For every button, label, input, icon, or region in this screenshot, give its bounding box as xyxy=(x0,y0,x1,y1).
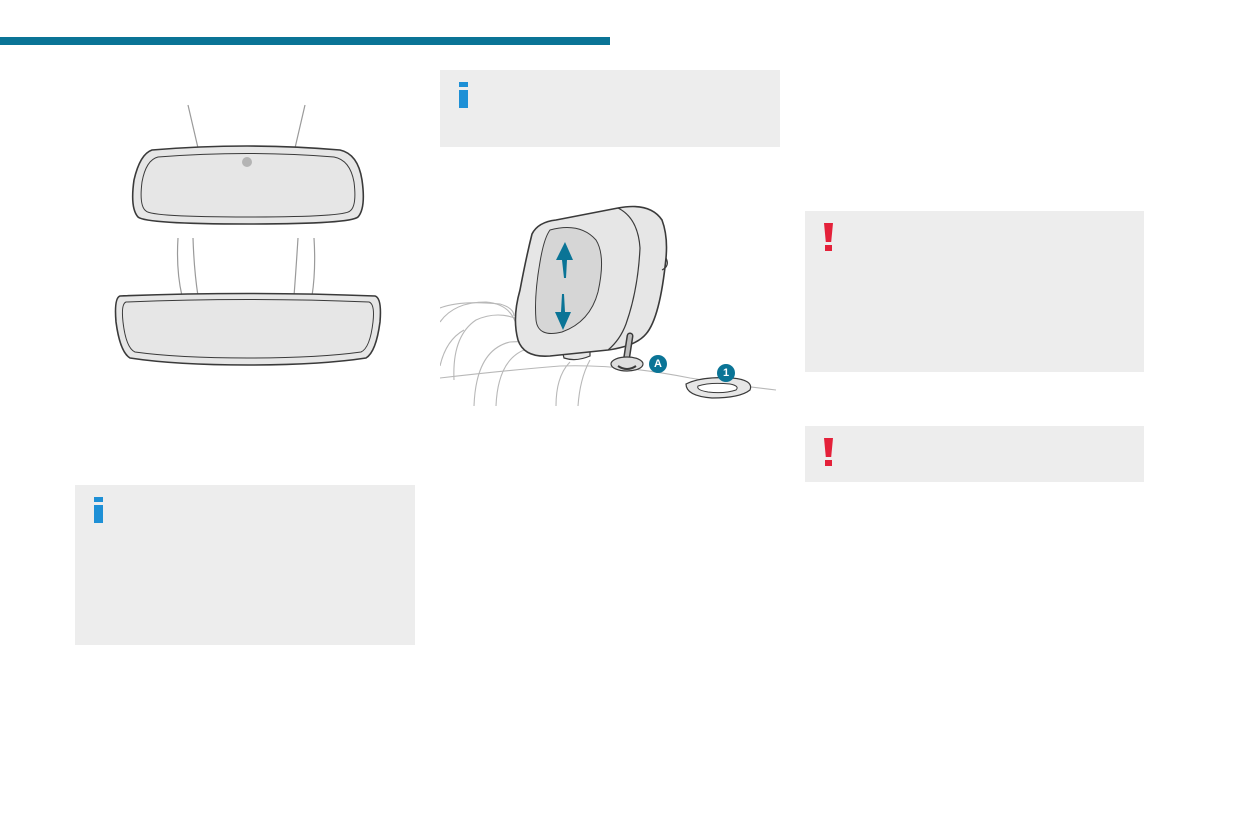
rear-view-mirror-illustration xyxy=(114,104,382,366)
info-note-left xyxy=(75,485,415,645)
info-icon xyxy=(94,497,103,523)
warning-note-lower xyxy=(805,426,1144,482)
rear-headrest-illustration xyxy=(440,205,777,407)
header-accent-bar xyxy=(0,37,610,45)
info-icon xyxy=(459,82,468,108)
warning-icon xyxy=(824,223,833,251)
callout-a-label: A xyxy=(654,358,662,370)
info-note-top xyxy=(440,70,780,147)
callout-1-label: 1 xyxy=(722,367,730,379)
warning-icon xyxy=(824,438,833,466)
warning-note-upper xyxy=(805,211,1144,372)
